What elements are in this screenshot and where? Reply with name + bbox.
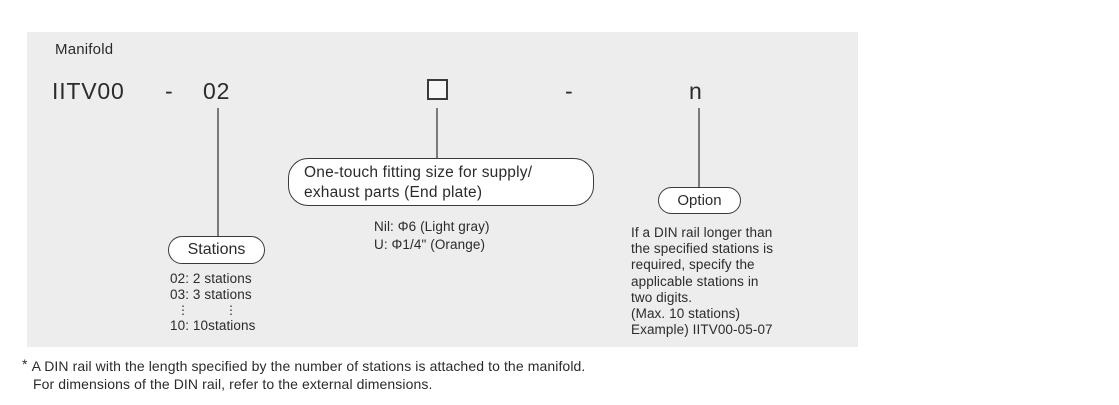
footnote-line-1: *A DIN rail with the length specified by… (22, 356, 586, 375)
stations-bubble-label: Stations (187, 241, 246, 258)
connector-line-option (698, 108, 700, 187)
ellipsis-icon: ⋮ (225, 303, 238, 317)
footnote-text-1: A DIN rail with the length specified by … (31, 358, 586, 374)
fitting-code-placeholder-box (427, 79, 448, 100)
option-description-line: two digits. (631, 289, 693, 305)
footnote: *A DIN rail with the length specified by… (22, 356, 586, 393)
footnote-asterisk: * (22, 356, 28, 372)
connector-line-stations (217, 108, 219, 236)
option-bubble: Option (658, 187, 741, 214)
part-code-option: n (689, 78, 703, 104)
ellipsis-icon: ⋮ (177, 303, 190, 317)
fitting-size-label-line1: One-touch fitting size for supply/ (304, 164, 533, 181)
option-description: If a DIN rail longer than the specified … (631, 225, 773, 338)
option-description-line: applicable stations in (631, 273, 759, 289)
stations-list-item: 02: 2 stations (170, 271, 252, 286)
stations-list-item: 03: 3 stations (170, 287, 252, 302)
stations-ellipsis-row: ⋮ ⋮ (170, 303, 255, 318)
stations-list: 02: 2 stations 03: 3 stations ⋮ ⋮ 10: 10… (170, 271, 255, 334)
panel-title: Manifold (55, 41, 114, 58)
part-code-base: IITV00 (52, 78, 125, 104)
footnote-line-2: For dimensions of the DIN rail, refer to… (33, 376, 433, 392)
option-description-line: the specified stations is (631, 241, 774, 257)
option-description-line: If a DIN rail longer than (631, 225, 773, 240)
fitting-size-label-line2: exhaust parts (End plate) (304, 184, 483, 201)
option-description-line: required, specify the (631, 257, 755, 273)
stations-bubble: Stations (168, 236, 265, 264)
option-description-line: (Max. 10 stations) (631, 306, 741, 322)
ordering-code-panel: Manifold IITV00 - 02 - n One-touch fitti… (27, 32, 858, 347)
part-code-separator-2: - (565, 78, 574, 104)
stations-list-item: 10: 10stations (170, 318, 256, 333)
part-code-separator-1: - (165, 78, 174, 104)
fitting-options-list: Nil: Φ6 (Light gray) U: Φ1/4" (Orange) (374, 218, 490, 254)
part-code-stations: 02 (203, 78, 231, 104)
option-bubble-label: Option (677, 192, 722, 209)
option-description-line: Example) IITV00-05-07 (631, 322, 773, 338)
connector-line-fitting (436, 108, 438, 158)
fitting-size-bubble: One-touch fitting size for supply/ exhau… (288, 158, 594, 206)
fitting-option-item: Nil: Φ6 (Light gray) (374, 219, 490, 234)
fitting-option-item: U: Φ1/4" (Orange) (374, 237, 486, 252)
